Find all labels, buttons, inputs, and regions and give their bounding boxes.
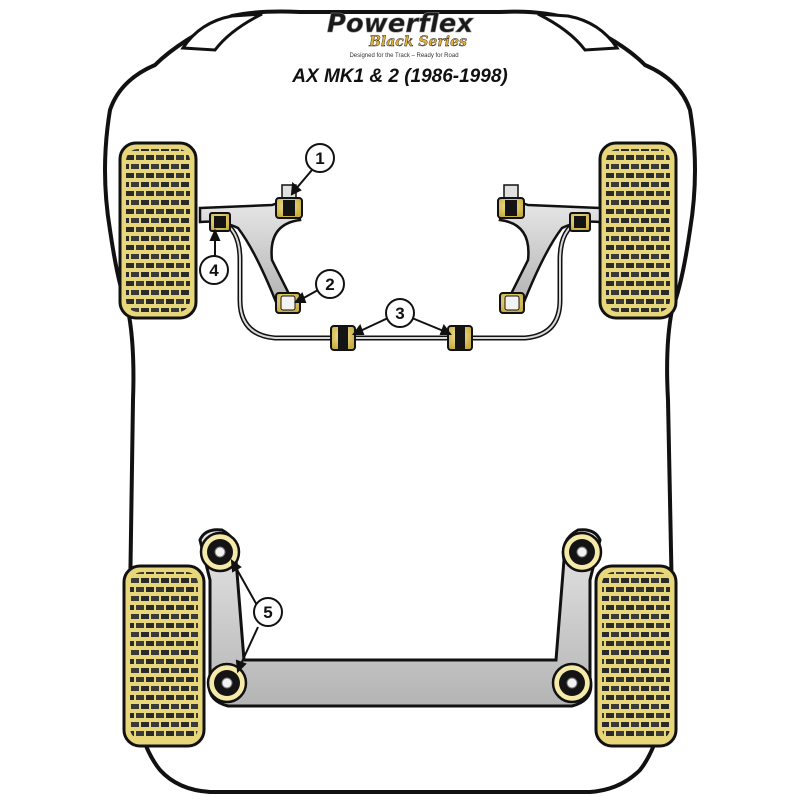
brand-series: Black Series: [368, 34, 467, 50]
callout-2-number: 2: [325, 275, 334, 294]
rear-beam-bush-top-right: [561, 531, 603, 573]
callout-3: 3: [385, 298, 415, 328]
front-wishbone-front-bush-left: [275, 184, 303, 219]
rear-beam-bush-bottom-right: [551, 662, 593, 704]
rear-beam-bush-top-left: [199, 531, 241, 573]
car-windscreen-right: [537, 12, 620, 52]
anti-roll-bar-bush-right: [447, 325, 473, 351]
callout-5: 5: [253, 597, 283, 627]
callout-4: 4: [199, 255, 229, 285]
leader-lines: [209, 169, 452, 674]
rear-right-tyre: [594, 564, 678, 748]
callout-4-number: 4: [209, 261, 219, 280]
rear-left-tyre: [122, 564, 206, 748]
rear-beam-bush-bottom-left: [206, 662, 248, 704]
callout-1: 1: [305, 143, 335, 173]
front-left-tyre: [118, 141, 198, 320]
car-windscreen-left: [180, 12, 263, 52]
anti-roll-bar-link-bush-right: [569, 212, 591, 232]
brand-tagline: Designed for the Track – Ready for Road: [349, 53, 458, 59]
callout-2: 2: [315, 269, 345, 299]
rear-beam: [198, 528, 602, 708]
front-right-tyre: [598, 141, 678, 320]
front-wishbone-front-bush-right: [497, 184, 525, 219]
front-wishbone-rear-bush-left: [275, 292, 301, 314]
callout-5-number: 5: [263, 603, 272, 622]
brand-name: Powerflex: [327, 9, 474, 39]
anti-roll-bar-bush-left: [330, 325, 356, 351]
callout-3-number: 3: [395, 304, 404, 323]
powerflex-logo: Powerflex Black Series Designed for the …: [327, 9, 475, 59]
anti-roll-bar-link-bush-left: [209, 212, 231, 232]
front-wishbone-rear-bush-right: [499, 292, 525, 314]
diagram-title: AX MK1 & 2 (1986-1998): [291, 66, 507, 87]
callout-1-number: 1: [315, 149, 324, 168]
